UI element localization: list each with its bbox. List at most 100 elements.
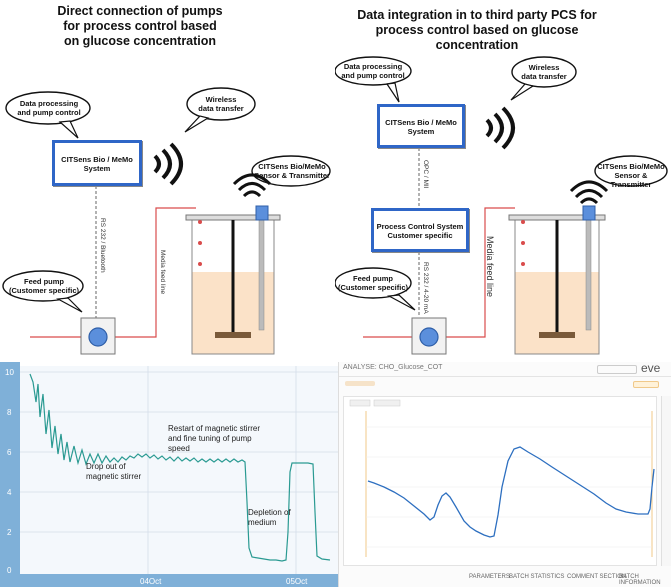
left-wireless-waves-icon	[153, 142, 183, 186]
right-bubble-feed-tail	[386, 294, 416, 311]
left-chart-trace	[29, 373, 331, 562]
left-chart-graphics: 10 8 6 4 2 0 04Oct 05Oct	[0, 362, 338, 587]
left-ytick-8: 8	[7, 408, 12, 417]
right-bubble-wireless-line2: data transfer	[521, 72, 567, 81]
left-bubble-wireless-tail	[184, 115, 210, 133]
right-chart-subbar-tag[interactable]	[345, 381, 375, 386]
left-chart-xticks: 04Oct 05Oct	[140, 577, 308, 586]
left-media-label: Media feed line	[159, 250, 166, 295]
annot-drop-line2: magnetic stirrer	[86, 472, 142, 481]
right-bubble-wireless-line1: Wireless	[528, 63, 560, 72]
annot-restart-line2: and fine tuning of pump	[168, 434, 252, 443]
left-bubble-wireless-shape	[186, 87, 256, 121]
right-bubble-data-tail	[385, 82, 400, 103]
right-title-line-3: concentration	[435, 38, 519, 52]
right-bubble-feed: Feed pump (Customer specific)	[337, 274, 409, 292]
left-sensor-line1: CITSens Bio/MeMo	[258, 162, 326, 171]
right-title-line-2: process control based on glucose	[375, 23, 579, 37]
left-tank-dot-2	[198, 241, 202, 245]
footer-tab-parameters[interactable]: PARAMETERS	[469, 574, 510, 580]
left-cable-label: RS 232 / Bluetooth	[99, 218, 106, 273]
right-diagram: Data integration in to third party PCS f…	[335, 0, 671, 360]
right-chart-header: ANALYSE: CHO_Glucose_COT eve	[339, 361, 671, 377]
left-title-line-2: for process control based	[63, 19, 217, 33]
left-title-line-3: on glucose concentration	[63, 34, 217, 48]
left-bubble-data-shape	[5, 91, 91, 125]
left-bubble-data-line1: Data processing	[19, 99, 79, 108]
left-bubble-data-line2: and pump control	[17, 108, 81, 117]
left-bubble-sensor-shape	[251, 155, 331, 187]
right-feed-line2: (Customer specific)	[337, 283, 409, 292]
right-bubble-wireless-shape	[511, 56, 577, 88]
right-pcs-line2: Customer specific	[387, 231, 453, 240]
right-feed-line1: Feed pump	[352, 274, 393, 283]
right-pump-wheel	[419, 327, 439, 347]
left-bubble-feed-tail	[55, 297, 83, 313]
right-chart-grid	[366, 426, 652, 548]
annot-restart-line3: speed	[168, 444, 190, 453]
right-stirrer-blade	[539, 332, 575, 338]
left-system-box: CITSens Bio / MeMo System	[52, 140, 142, 186]
left-stirrer-blade	[215, 332, 251, 338]
right-bubble-data-line2: and pump control	[341, 71, 405, 80]
right-bubble-feed-shape	[335, 267, 412, 299]
left-feed-line2: (Customer specific)	[8, 286, 80, 295]
right-sensor-probe	[585, 219, 592, 331]
left-diagram-graphics	[2, 87, 331, 355]
left-chart-xaxis-band	[0, 574, 338, 587]
right-system-line2: System	[407, 127, 435, 136]
right-bubble-data-line1: Data processing	[343, 62, 403, 71]
right-system-box: CITSens Bio / MeMo System	[377, 104, 465, 148]
left-chart-yticks: 10 8 6 4 2 0	[5, 368, 14, 575]
footer-tab-batch-information[interactable]: BATCH INFORMATION	[619, 574, 661, 586]
right-media-label: Media feed line	[485, 236, 495, 298]
right-bubble-sensor: CITSens Bio/MeMo Sensor & Transmitter	[595, 162, 667, 189]
left-chart-grid	[20, 366, 338, 574]
right-title-line-1: Data integration in to third party PCS f…	[357, 8, 597, 22]
left-pump-wheel	[88, 327, 108, 347]
left-ytick-10: 10	[5, 368, 14, 377]
right-chart-toolbar-icons[interactable]	[597, 365, 637, 374]
left-sensor-head	[255, 205, 269, 221]
right-chart-subbar	[343, 380, 663, 388]
left-title-line-1: Direct connection of pumps	[57, 4, 223, 18]
right-chart-side-tabs[interactable]	[661, 396, 671, 566]
right-chart-window: ANALYSE: CHO_Glucose_COT eve PARAMETERS …	[338, 361, 671, 587]
footer-tab-batch-statistics[interactable]: BATCH STATISTICS	[509, 574, 565, 580]
left-bubble-sensor: CITSens Bio/MeMo Sensor & Transmitter	[254, 162, 330, 180]
left-xtick-05oct: 05Oct	[286, 577, 308, 586]
right-sensor-line2: Sensor & Transmitter	[610, 171, 652, 189]
right-media-line	[445, 207, 515, 338]
right-chart-subbar-badge[interactable]	[633, 381, 659, 388]
right-bubble-data: Data processing and pump control	[337, 62, 409, 80]
right-chart-selector	[349, 399, 371, 407]
right-chart-panel	[343, 396, 657, 566]
right-sensor-head	[582, 205, 596, 221]
left-bubble-feed: Feed pump (Customer specific)	[5, 277, 83, 295]
left-bubble-wireless: Wireless data transfer	[190, 95, 252, 113]
right-bubble-wireless: Wireless data transfer	[515, 63, 573, 81]
right-cable-bottom-label: RS 232 / 4-20 mA	[422, 262, 429, 314]
right-tank-dot-1	[521, 220, 525, 224]
annot-depletion-line1: Depletion of	[248, 508, 291, 517]
left-bubble-data-tail	[58, 120, 79, 139]
annot-depletion-line2: medium	[248, 518, 277, 527]
left-bubble-wireless-line1: Wireless	[205, 95, 237, 104]
right-pcs-box: Process Control System Customer specific	[371, 208, 469, 252]
left-annot-depletion: Depletion of medium	[248, 508, 291, 528]
left-system-line1: CITSens Bio / MeMo	[61, 155, 133, 164]
right-chart-title: ANALYSE: CHO_Glucose_COT	[343, 364, 443, 371]
left-annot-restart: Restart of magnetic stirrer and fine tun…	[168, 424, 260, 454]
right-diagram-graphics	[335, 56, 668, 355]
footer-tab-comment-section[interactable]: COMMENT SECTION	[567, 574, 627, 580]
right-chart-selector-2	[373, 399, 401, 407]
left-bubble-data: Data processing and pump control	[8, 99, 90, 117]
right-tank-dot-2	[521, 241, 525, 245]
left-system-line2: System	[83, 164, 111, 173]
annot-restart-line1: Restart of magnetic stirrer	[168, 424, 261, 433]
right-chart-brand: eve	[641, 361, 661, 375]
left-sensor-line2: Sensor & Transmitter	[254, 171, 330, 180]
left-ytick-0: 0	[7, 566, 12, 575]
left-ytick-4: 4	[7, 488, 12, 497]
left-tank-dot-3	[198, 262, 202, 266]
